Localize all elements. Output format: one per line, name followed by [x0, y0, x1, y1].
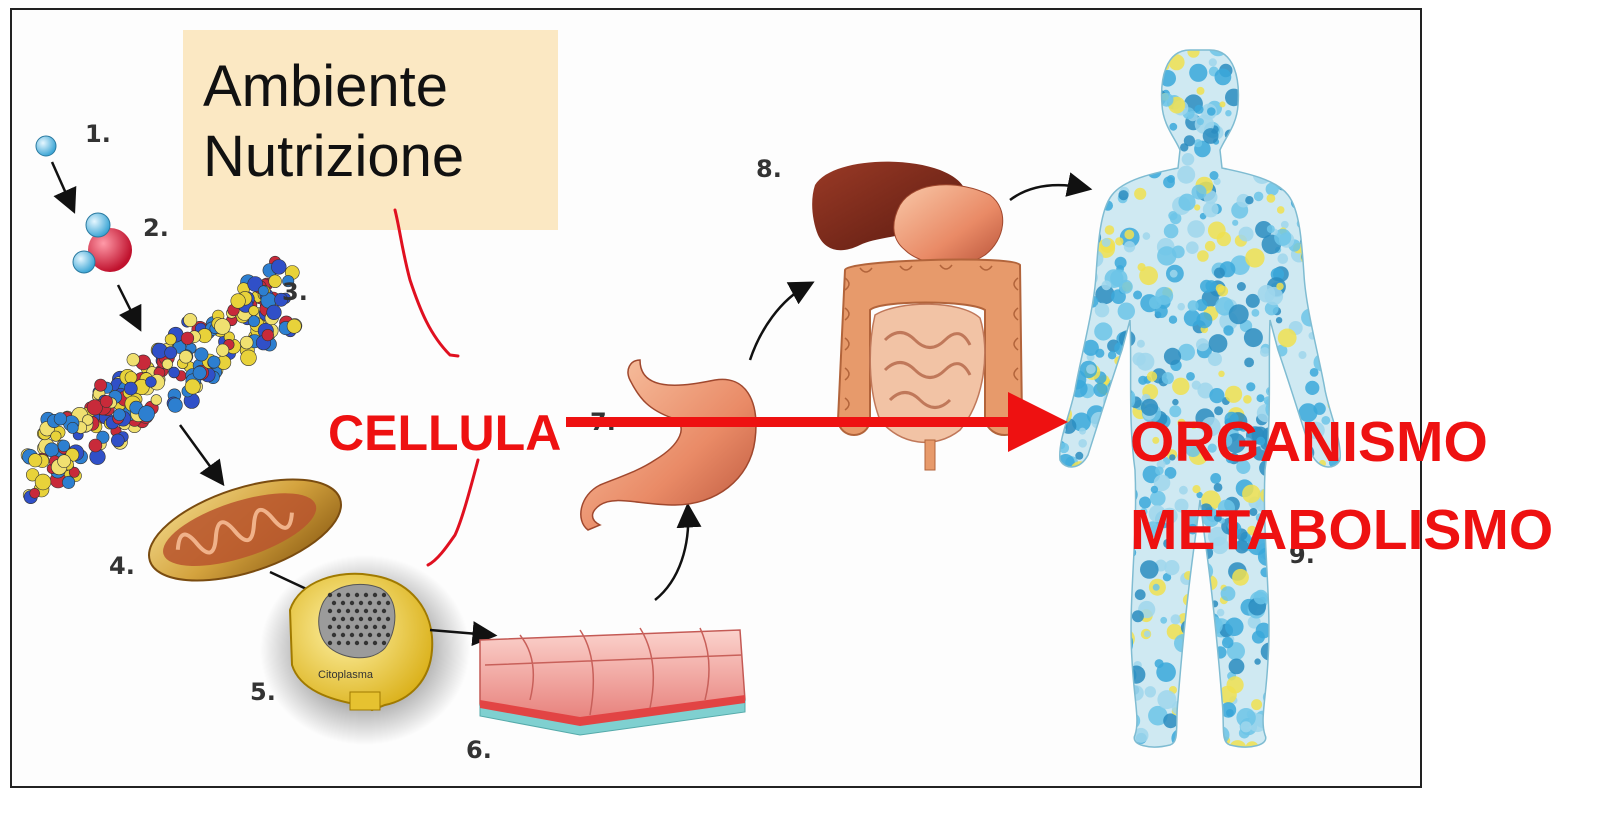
cell-icon: Citoplasma [260, 555, 470, 745]
arrow-3-4 [180, 425, 220, 480]
stage-number-8: 8. [756, 157, 782, 181]
stage-number-3: 3. [282, 280, 308, 304]
arrow-2-3 [118, 285, 138, 325]
arrow-8-9 [1010, 185, 1085, 200]
label-organismo: ORGANISMO [1130, 414, 1488, 471]
arrow-1-2 [52, 162, 72, 207]
arrow-7-8 [750, 285, 808, 360]
human-body-icon [1042, 37, 1357, 762]
callout-nutrizione: Nutrizione [203, 122, 558, 192]
digestive-system-icon [812, 162, 1022, 470]
stage-number-6: 6. [466, 738, 492, 762]
cell-cytoplasm-label: Citoplasma [318, 669, 374, 681]
callout-ambiente: Ambiente [203, 52, 558, 122]
callout-box: Ambiente Nutrizione [183, 30, 558, 230]
tissue-icon [480, 628, 745, 735]
molecule-icon [73, 213, 132, 273]
arrow-6-7 [655, 510, 688, 600]
macromolecule-icon [21, 256, 302, 504]
atom-icon [36, 136, 56, 156]
stage-number-7: 7. [590, 410, 616, 434]
stage-number-2: 2. [143, 216, 169, 240]
label-cellula: CELLULA [328, 408, 561, 458]
stage-number-5: 5. [250, 680, 276, 704]
stomach-organ-icon [581, 360, 756, 530]
stage-number-4: 4. [109, 554, 135, 578]
stage-number-1: 1. [85, 122, 111, 146]
label-metabolismo: METABOLISMO [1130, 502, 1553, 559]
